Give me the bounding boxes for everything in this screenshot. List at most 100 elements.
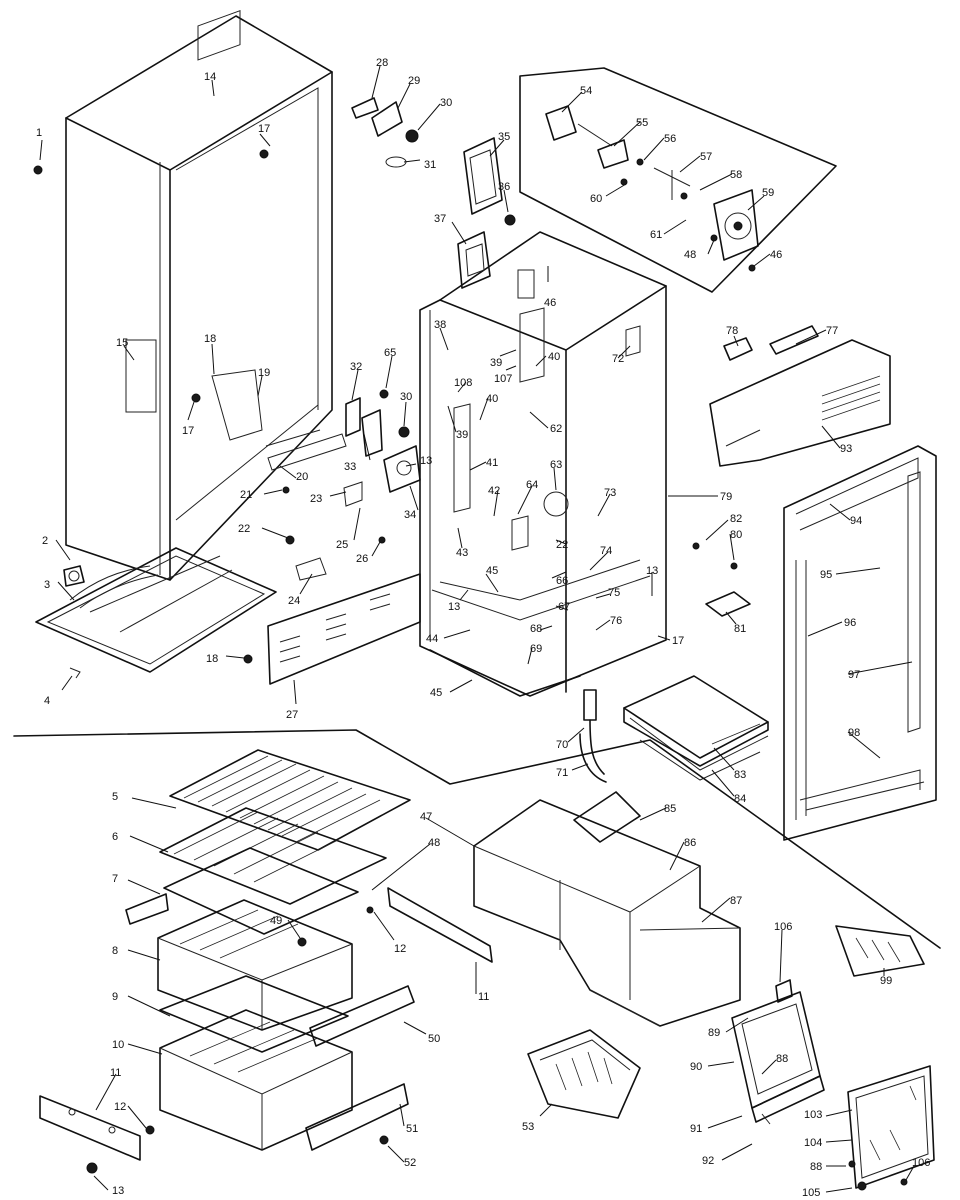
callout-label: 95 — [820, 569, 832, 581]
callout-label: 22 — [556, 539, 568, 551]
callout-label: 55 — [636, 117, 648, 129]
fan-assembly-inset — [519, 67, 837, 293]
callout-label: 6 — [112, 831, 118, 843]
callout-label: 12 — [394, 943, 406, 955]
callout-label: 35 — [498, 131, 510, 143]
callout-label: 80 — [730, 529, 742, 541]
callout-label: 70 — [556, 739, 568, 751]
callout-label: 96 — [844, 617, 856, 629]
callout-label: 103 — [804, 1109, 822, 1121]
callout-label: 65 — [384, 347, 396, 359]
callout-label: 98 — [848, 727, 860, 739]
callout-label: 37 — [434, 213, 446, 225]
screws — [191, 149, 389, 545]
callout-label: 44 — [426, 633, 438, 645]
callout-label: 59 — [762, 187, 774, 199]
shelf-5 — [169, 749, 411, 851]
shelf-6 — [159, 807, 387, 905]
callout-label: 63 — [550, 459, 562, 471]
callout-label: 43 — [456, 547, 468, 559]
callout-label: 18 — [206, 653, 218, 665]
door-panel-103 — [847, 1065, 935, 1191]
callout-label: 84 — [734, 793, 746, 805]
liner-box — [419, 231, 667, 697]
callout-label: 88 — [810, 1161, 822, 1173]
callout-label: 75 — [608, 587, 620, 599]
callout-label: 30 — [440, 97, 452, 109]
callout-label: 4 — [44, 695, 50, 707]
callout-label: 94 — [850, 515, 862, 527]
callout-label: 9 — [112, 991, 118, 1003]
callout-label: 91 — [690, 1123, 702, 1135]
ice-bin — [527, 1029, 641, 1119]
callout-label: 40 — [486, 393, 498, 405]
callout-label: 106 — [912, 1157, 930, 1169]
callout-label: 14 — [204, 71, 216, 83]
callout-label: 73 — [604, 487, 616, 499]
base-pan — [35, 547, 277, 673]
callout-label: 77 — [826, 325, 838, 337]
callout-label: 8 — [112, 945, 118, 957]
callout-label: 82 — [730, 513, 742, 525]
callout-label: 99 — [880, 975, 892, 987]
callout-label: 15 — [116, 337, 128, 349]
bracket-81 — [692, 542, 751, 617]
callout-label: 76 — [610, 615, 622, 627]
drain-tube — [579, 689, 607, 783]
callout-label: 48 — [428, 837, 440, 849]
callout-label: 32 — [350, 361, 362, 373]
drain-pan — [623, 675, 769, 781]
callout-label: 60 — [590, 193, 602, 205]
callout-label: 19 — [258, 367, 270, 379]
callout-label: 29 — [408, 75, 420, 87]
evaporator-cover — [709, 325, 891, 467]
callout-label: 33 — [344, 461, 356, 473]
left-hardware — [33, 165, 253, 679]
callout-label: 53 — [522, 1121, 534, 1133]
callout-label: 67 — [558, 601, 570, 613]
callout-label: 89 — [708, 1027, 720, 1039]
callout-label: 45 — [430, 687, 442, 699]
callout-label: 45 — [486, 565, 498, 577]
callout-label: 13 — [448, 601, 460, 613]
callout-label: 92 — [702, 1155, 714, 1167]
callout-label: 108 — [454, 377, 472, 389]
freezer-door — [731, 979, 825, 1125]
callout-label: 38 — [434, 319, 446, 331]
callout-label: 81 — [734, 623, 746, 635]
leader-lines — [39, 65, 915, 1193]
crisper-cover-9 — [159, 975, 349, 1053]
callout-label: 78 — [726, 325, 738, 337]
slide-rails — [39, 887, 493, 1174]
callout-label: 90 — [690, 1061, 702, 1073]
callout-label: 58 — [730, 169, 742, 181]
callout-label: 97 — [848, 669, 860, 681]
callout-label: 46 — [544, 297, 556, 309]
callout-label: 72 — [612, 353, 624, 365]
callout-label: 22 — [238, 523, 250, 535]
crisper-drawer-10 — [159, 1009, 353, 1151]
callout-label: 51 — [406, 1123, 418, 1135]
callout-label: 88 — [776, 1053, 788, 1065]
callout-label: 23 — [310, 493, 322, 505]
callout-label: 11 — [478, 991, 489, 1003]
toe-grille — [267, 573, 421, 685]
control-housing — [457, 137, 516, 289]
callout-label: 7 — [112, 873, 118, 885]
ice-tray — [835, 925, 925, 977]
callout-label: 93 — [840, 443, 852, 455]
callout-label: 62 — [550, 423, 562, 435]
callout-label: 50 — [428, 1033, 440, 1045]
callout-label: 1 — [36, 127, 42, 139]
callout-label: 66 — [556, 575, 568, 587]
crisper-drawer-8 — [157, 899, 353, 1031]
callout-label: 69 — [530, 643, 542, 655]
callout-label: 52 — [404, 1157, 416, 1169]
freezer-compartment — [473, 791, 741, 1027]
callout-label: 25 — [336, 539, 348, 551]
callout-label: 3 — [44, 579, 50, 591]
callout-label: 36 — [498, 181, 510, 193]
callout-label: 87 — [730, 895, 742, 907]
callout-label: 13 — [420, 455, 432, 467]
